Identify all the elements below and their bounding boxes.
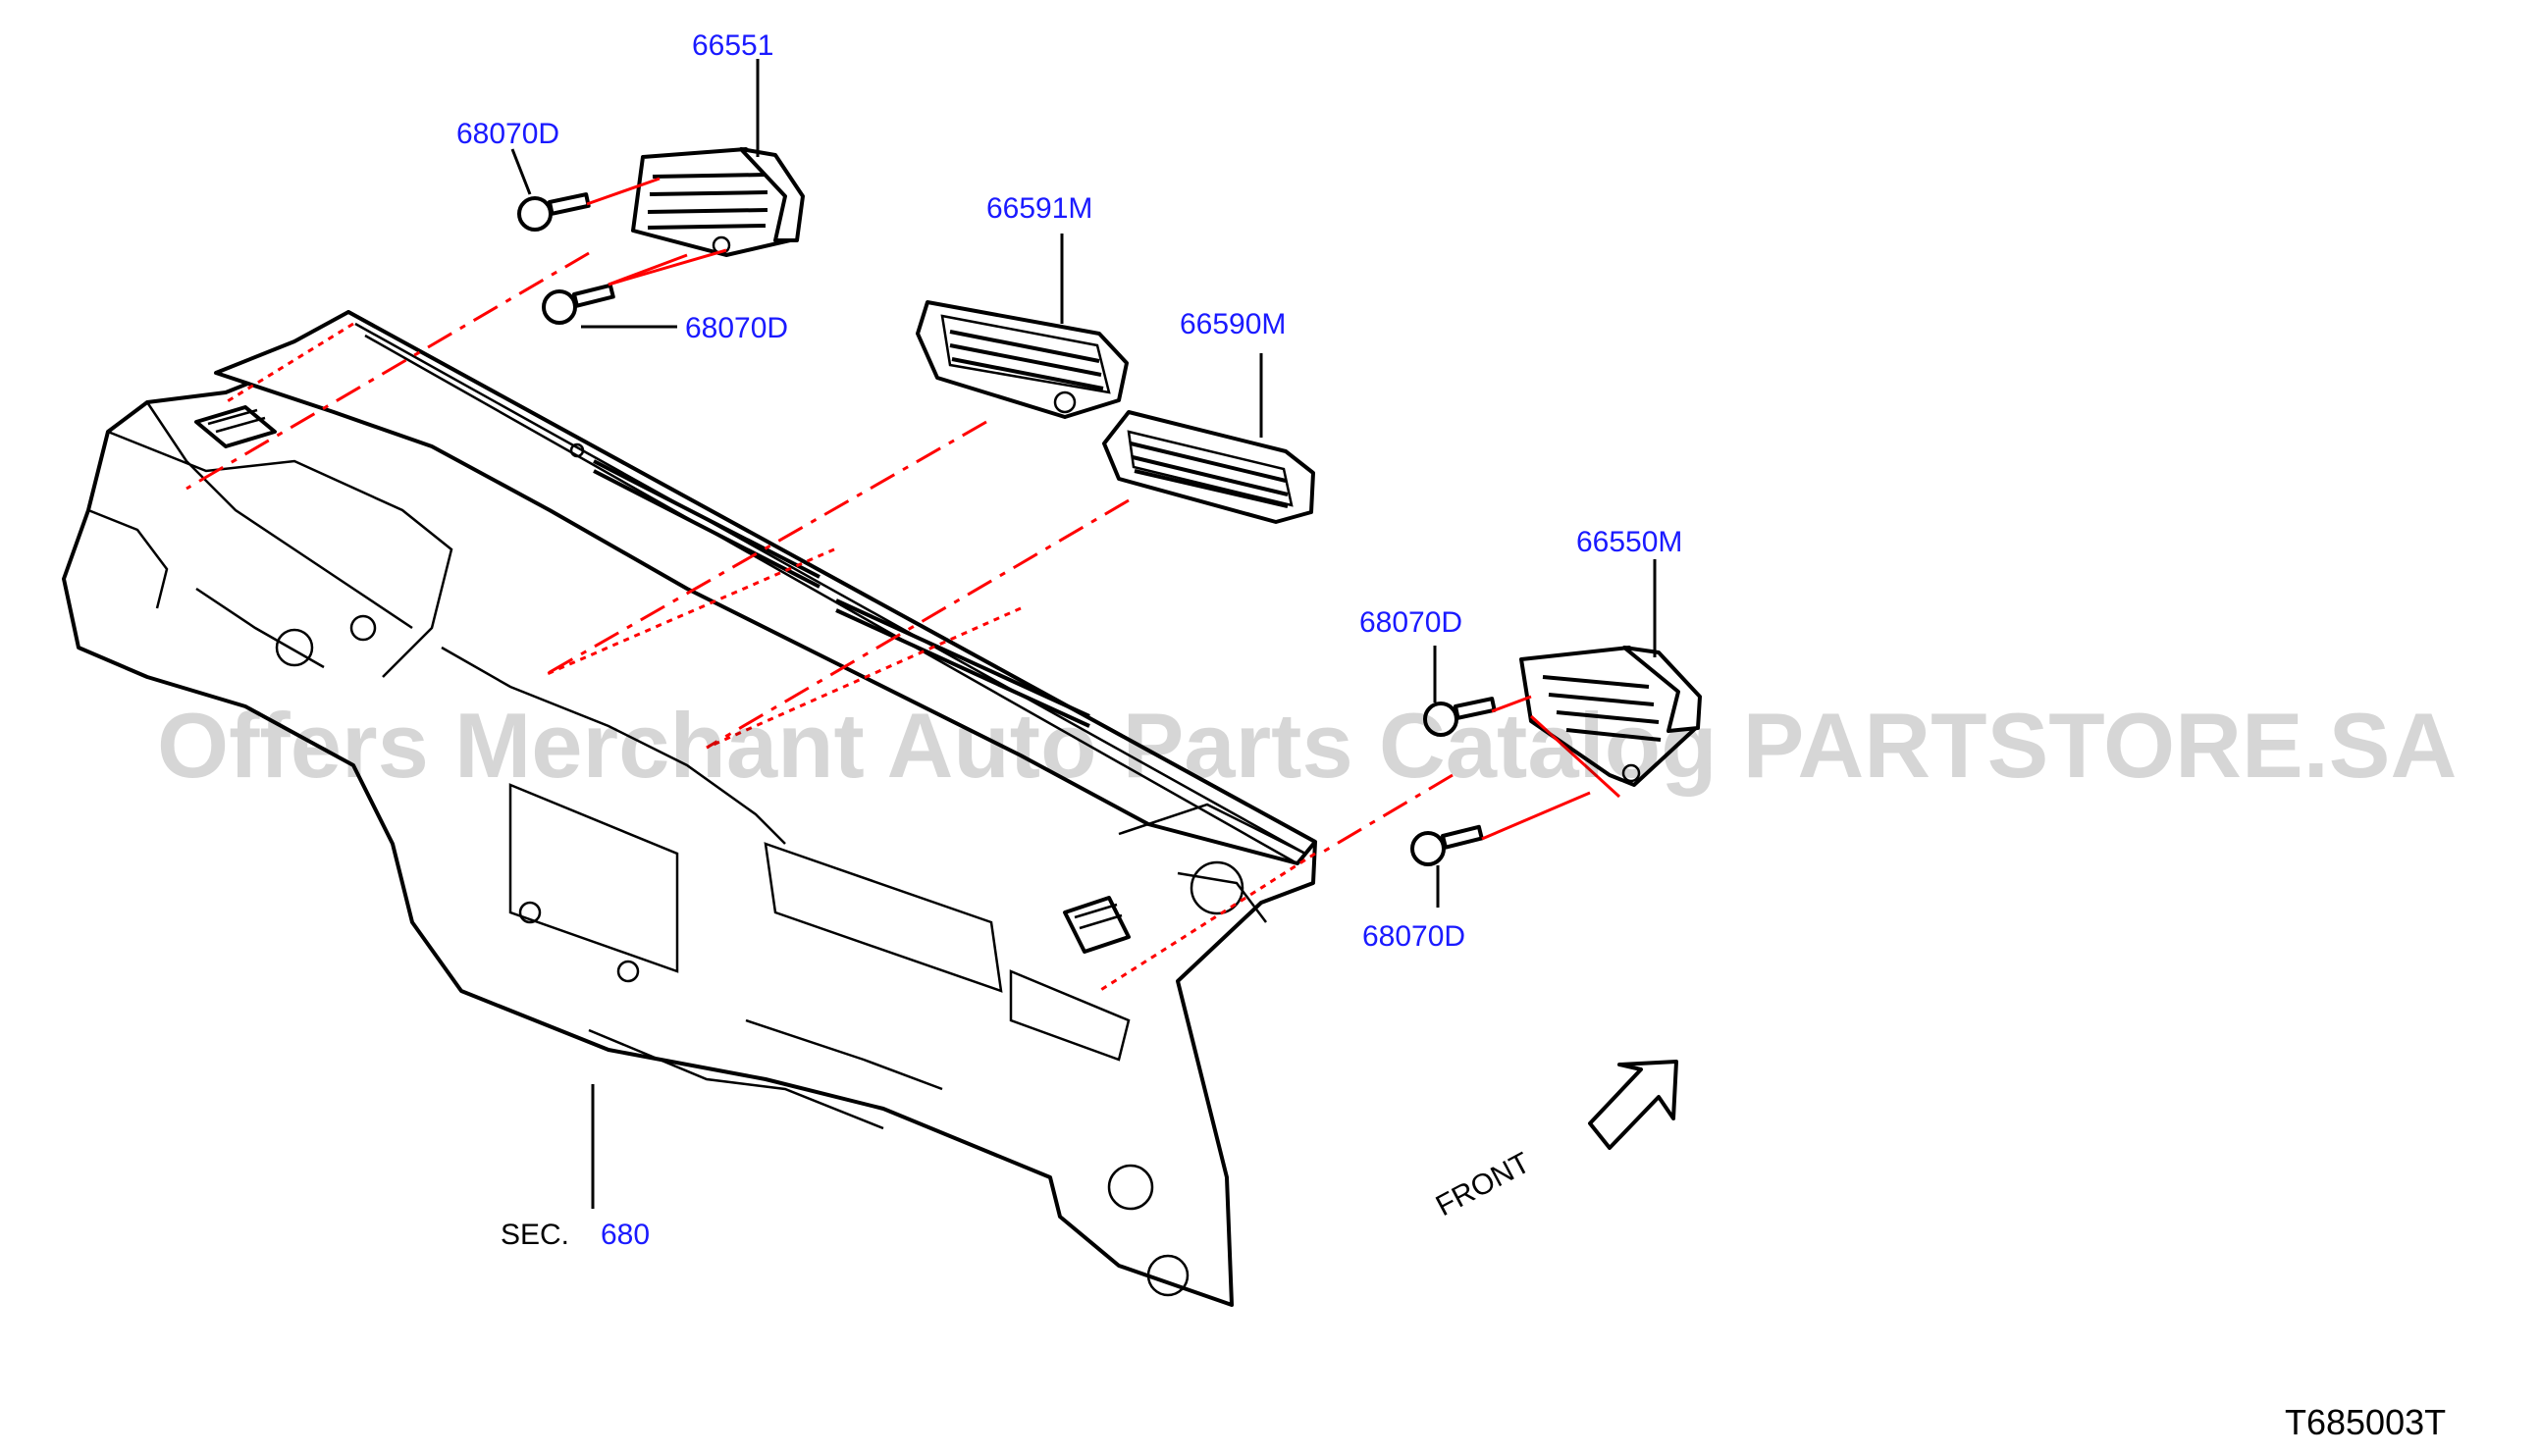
vent-66551-drawing xyxy=(631,147,805,257)
screw-68070d-2-drawing xyxy=(542,283,615,325)
part-label-66550m[interactable]: 66550M xyxy=(1576,526,1682,558)
front-direction-arrow xyxy=(1588,1060,1678,1150)
watermark: Offers Merchant Auto Parts Catalog PARTS… xyxy=(157,694,2457,797)
screw-68070d-1-drawing xyxy=(517,192,591,232)
leader-lines xyxy=(510,59,1657,1209)
part-label-68070d-1[interactable]: 68070D xyxy=(456,118,559,150)
screw-68070d-3-drawing xyxy=(1423,697,1497,737)
vent-66550m-drawing xyxy=(1519,646,1702,787)
part-label-66590m[interactable]: 66590M xyxy=(1180,308,1286,340)
vent-66590m-drawing xyxy=(1102,410,1315,524)
part-label-66591m[interactable]: 66591M xyxy=(986,192,1092,225)
vent-66591m-drawing xyxy=(916,300,1129,419)
part-label-66551[interactable]: 66551 xyxy=(692,29,773,62)
front-label: FRONT xyxy=(1431,1147,1536,1223)
part-label-68070d-2[interactable]: 68070D xyxy=(685,312,788,344)
assembly-lines xyxy=(185,177,1621,993)
part-label-68070d-4[interactable]: 68070D xyxy=(1362,920,1465,953)
dashboard-panel-drawing xyxy=(62,310,1317,1307)
part-label-68070d-3[interactable]: 68070D xyxy=(1359,606,1462,639)
section-ref-number[interactable]: 680 xyxy=(601,1219,650,1251)
drawing-id: T685003T xyxy=(2285,1402,2446,1442)
screw-68070d-4-drawing xyxy=(1410,824,1484,866)
section-ref-prefix: SEC. xyxy=(501,1219,569,1251)
